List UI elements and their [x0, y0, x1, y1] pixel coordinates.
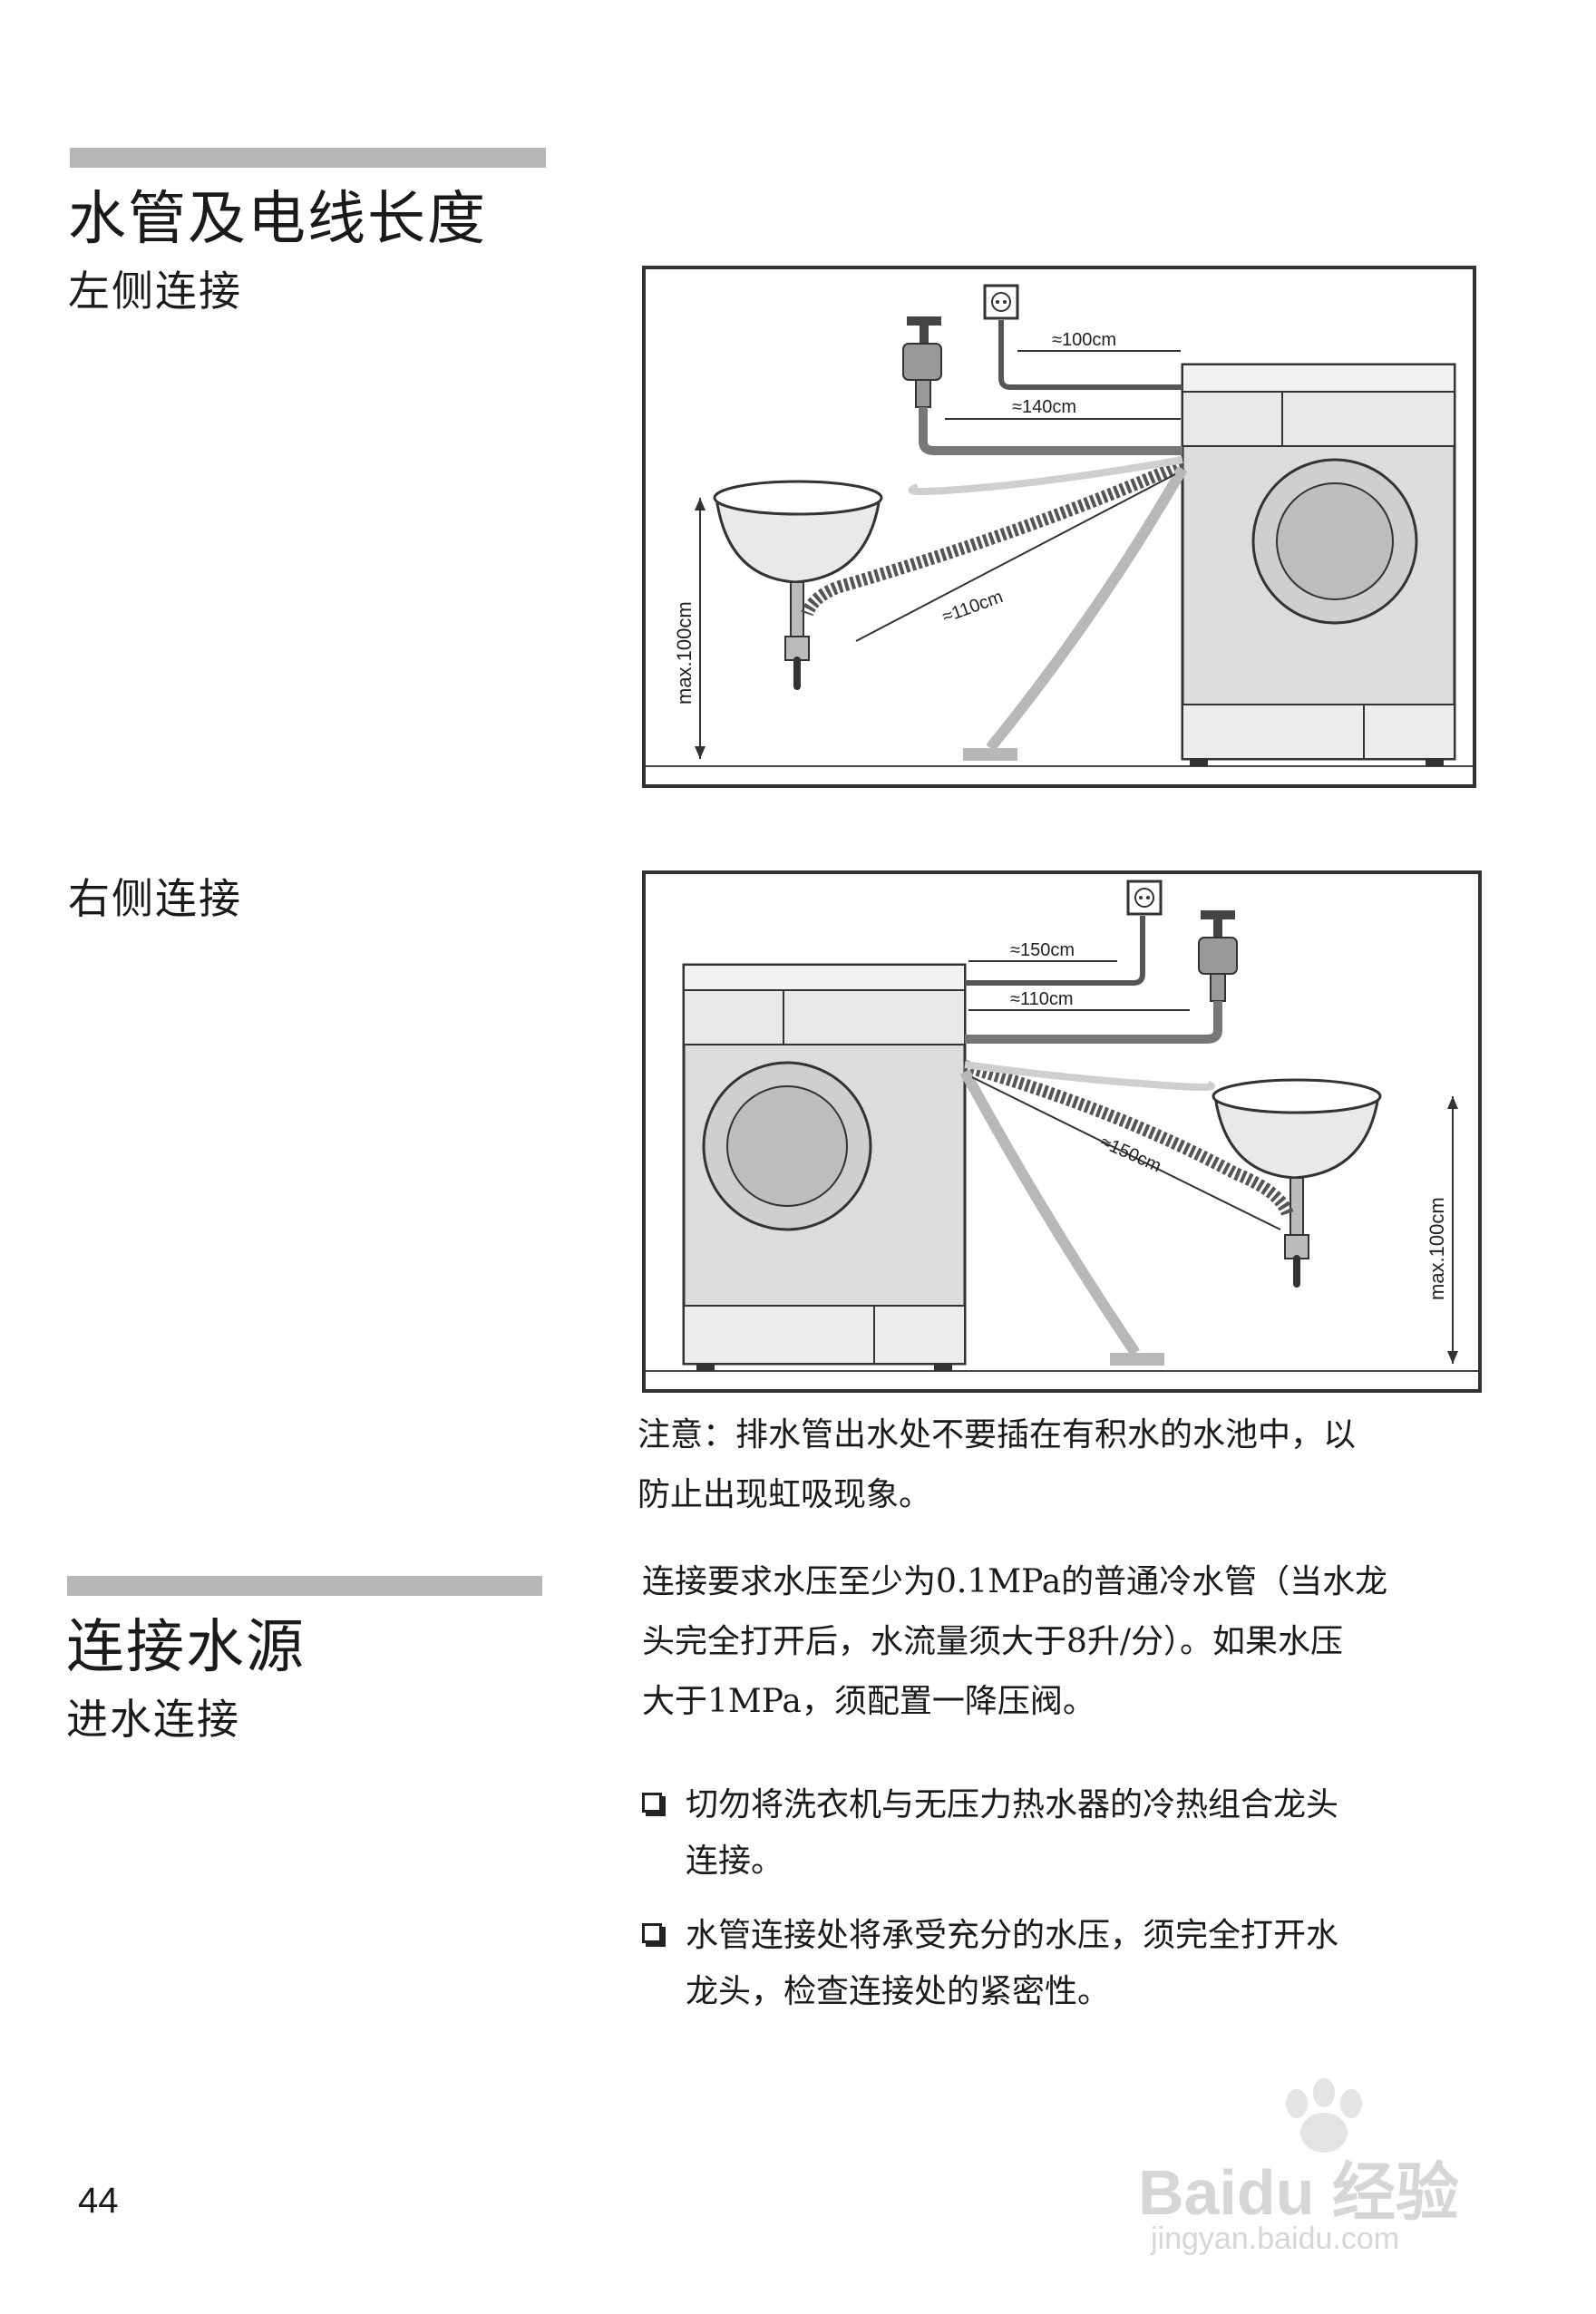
drain-hose-alt: [959, 1069, 1140, 1356]
left-connection-diagram: ≈100cm ≈140cm ≈110cm max.100cm: [642, 266, 1476, 788]
drain-hose-alt: [986, 466, 1188, 752]
inlet-length-label: ≈140cm: [1012, 397, 1076, 417]
list-item-line: 切勿将洗衣机与无压力热水器的冷热组合龙头: [686, 1786, 1339, 1823]
drain-dimension-arrow: [855, 473, 1176, 642]
inlet-hose: [919, 407, 1182, 455]
inlet-hose: [965, 1001, 1222, 1044]
list-item-line: 水管连接处将承受充分的水压，须完全打开水: [686, 1917, 1339, 1954]
watermark-brand: Baidu 经验: [1138, 2157, 1459, 2228]
power-length-label: ≈100cm: [1052, 330, 1116, 350]
left-connection-label: 左侧连接: [68, 267, 242, 316]
sink-icon: [713, 480, 883, 690]
section-title: 连接水源: [66, 1614, 306, 1681]
sink-icon: [1212, 1078, 1382, 1288]
section-divider-bar: [70, 148, 546, 168]
right-connection-diagram: ≈150cm ≈110cm ≈150cm max.100cm: [642, 870, 1482, 1393]
baidu-watermark: Baidu 经验 jingyan.baidu.com: [1138, 2076, 1555, 2258]
power-length-label: ≈150cm: [1010, 940, 1075, 960]
note-line: 防止出现虹吸现象。: [637, 1476, 932, 1513]
power-socket-icon: [983, 284, 1019, 320]
list-item-line: 连接。: [686, 1842, 784, 1880]
height-label: max.100cm: [1426, 1197, 1448, 1300]
power-cord: [998, 320, 1182, 390]
drain-hose-alt-top: [964, 1061, 1215, 1091]
warning-list: 切勿将洗衣机与无压力热水器的冷热组合龙头 连接。 水管连接处将承受充分的水压，须…: [642, 1777, 1513, 2038]
washing-machine-icon: [682, 963, 967, 1371]
right-connection-label: 右侧连接: [68, 874, 242, 923]
drain-hose: [963, 1060, 1294, 1217]
siphon-note: 注意：排水管出水处不要插在有积水的水池中，以 防止出现虹吸现象。: [637, 1405, 1508, 1525]
checkbox-bullet-icon: [642, 1923, 662, 1943]
paragraph-line: 连接要求水压至少为0.1MPa的普通冷水管（当水龙: [642, 1563, 1388, 1600]
floor-drain-icon: [1110, 1353, 1164, 1366]
list-item: 切勿将洗衣机与无压力热水器的冷热组合龙头 连接。: [642, 1777, 1513, 1890]
floor-drain-icon: [963, 748, 1017, 761]
washing-machine-icon: [1181, 363, 1456, 766]
watermark-url: jingyan.baidu.com: [1151, 2222, 1400, 2256]
power-cord: [965, 916, 1145, 986]
water-tap-icon: [902, 316, 942, 408]
drain-hose-alt-top: [908, 456, 1183, 495]
paw-logo-icon: [1286, 2078, 1362, 2153]
section-title: 水管及电线长度: [68, 186, 487, 253]
checkbox-bullet-icon: [642, 1793, 662, 1813]
paragraph-line: 头完全打开后，水流量须大于8升/分）。如果水压: [642, 1623, 1344, 1660]
list-item-line: 龙头，检查连接处的紧密性。: [686, 1973, 1111, 2010]
height-label: max.100cm: [673, 601, 696, 705]
drain-dimension-arrow: [971, 1076, 1281, 1230]
power-socket-icon: [1126, 880, 1163, 916]
list-item: 水管连接处将承受充分的水压，须完全打开水 龙头，检查连接处的紧密性。: [642, 1908, 1513, 2020]
inlet-length-label: ≈110cm: [1010, 989, 1074, 1009]
drain-length-label: ≈150cm: [1097, 1132, 1164, 1176]
water-pressure-paragraph: 连接要求水压至少为0.1MPa的普通冷水管（当水龙 头完全打开后，水流量须大于8…: [642, 1552, 1513, 1732]
paragraph-line: 大于1MPa，须配置一降压阀。: [642, 1683, 1095, 1720]
note-line: 注意：排水管出水处不要插在有积水的水池中，以: [637, 1416, 1357, 1454]
page-number: 44: [78, 2181, 119, 2221]
section-subtitle: 进水连接: [66, 1695, 240, 1744]
water-tap-icon: [1198, 910, 1238, 1002]
section-divider-bar: [67, 1576, 542, 1596]
